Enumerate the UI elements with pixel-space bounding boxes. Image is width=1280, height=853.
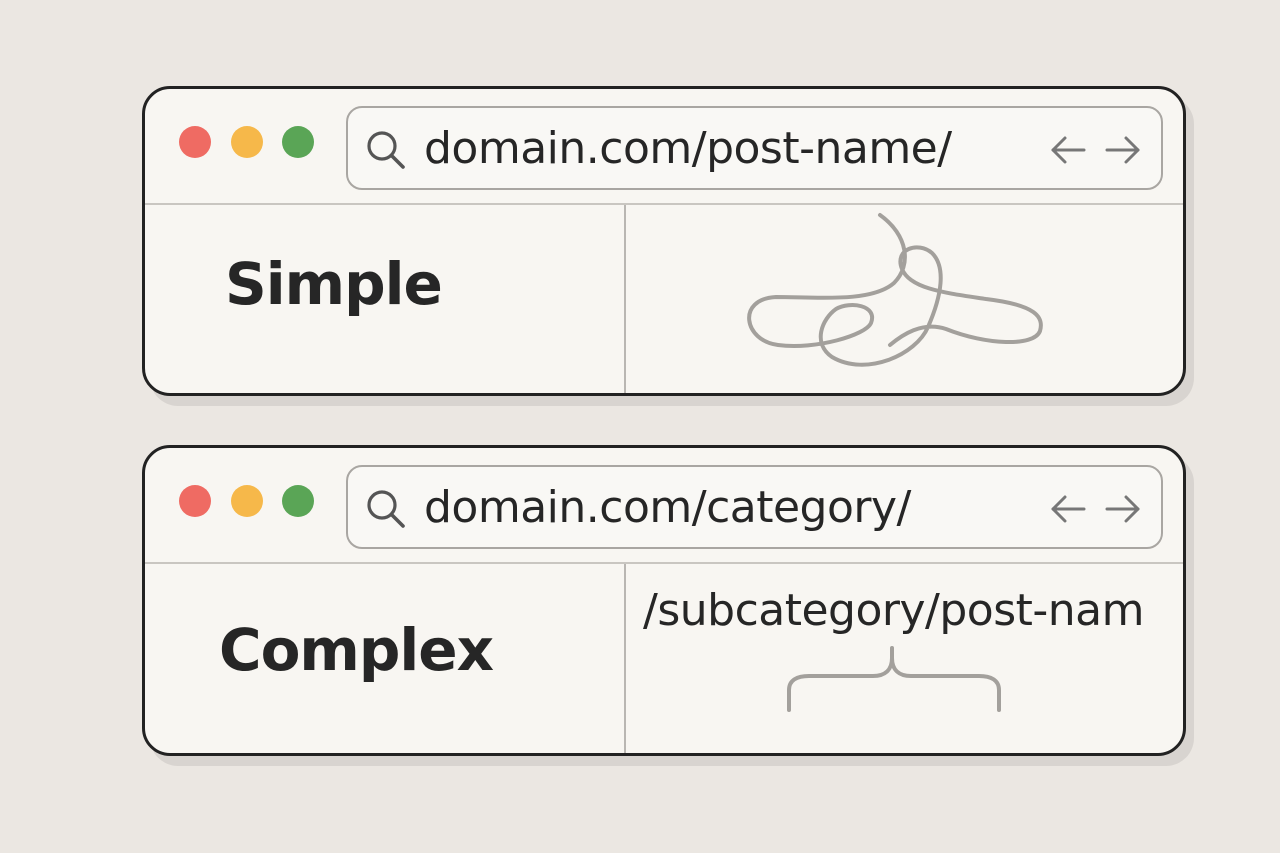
url-text[interactable]: domain.com/post-name/ — [424, 123, 952, 174]
path-continuation-text: /subcategory/post-nam — [643, 585, 1144, 636]
arrow-left-icon[interactable] — [1048, 491, 1088, 527]
browser-window-complex: domain.com/category/ Complex /subcategor… — [142, 445, 1186, 756]
complex-label: Complex — [219, 616, 494, 684]
curly-brace-illustration — [787, 646, 1001, 712]
panel-divider — [624, 564, 626, 753]
minimize-window-button[interactable] — [231, 485, 263, 517]
close-window-button[interactable] — [179, 126, 211, 158]
address-bar[interactable]: domain.com/post-name/ — [346, 106, 1163, 190]
search-icon — [367, 490, 405, 528]
panel-divider — [624, 205, 626, 393]
title-bar: domain.com/post-name/ — [145, 89, 1183, 205]
close-window-button[interactable] — [179, 485, 211, 517]
minimize-window-button[interactable] — [231, 126, 263, 158]
browser-window-simple: domain.com/post-name/ Simple — [142, 86, 1186, 396]
simple-label: Simple — [225, 250, 443, 318]
arrow-right-icon[interactable] — [1103, 132, 1143, 168]
search-icon — [367, 131, 405, 169]
url-text[interactable]: domain.com/category/ — [424, 482, 911, 533]
maximize-window-button[interactable] — [282, 485, 314, 517]
maximize-window-button[interactable] — [282, 126, 314, 158]
title-bar: domain.com/category/ — [145, 448, 1183, 564]
arrow-left-icon[interactable] — [1048, 132, 1088, 168]
address-bar[interactable]: domain.com/category/ — [346, 465, 1163, 549]
arrow-right-icon[interactable] — [1103, 491, 1143, 527]
tangled-line-illustration — [747, 213, 1043, 367]
